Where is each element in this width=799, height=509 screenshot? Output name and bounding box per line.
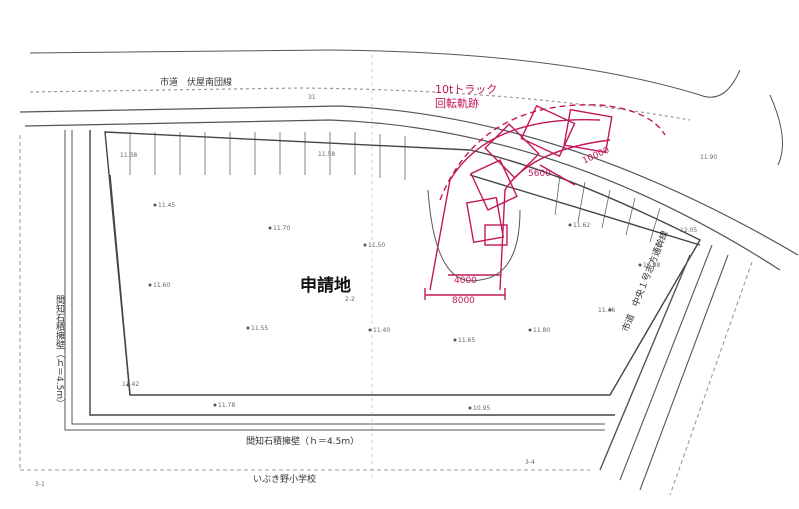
elevation-label: 11.55 xyxy=(251,325,269,332)
elevation-label: 11.65 xyxy=(458,337,476,344)
site-boundary xyxy=(89,130,701,416)
top-road-label: 市道 伏屋南団線 xyxy=(160,78,233,88)
elevation-label: 10.88 xyxy=(643,262,661,269)
truck-label-line2: 回転軌跡 xyxy=(435,97,479,110)
truck-label-line1: 10tトラック xyxy=(435,83,498,96)
school-label: いぶき野小学校 xyxy=(253,475,317,485)
truck-turning-path xyxy=(424,104,666,300)
corner-label: 3-4 xyxy=(525,459,535,466)
dimension-8000: 8000 xyxy=(452,296,475,306)
elevation-label: 11.42 xyxy=(122,381,140,388)
site-lot-label: 2-2 xyxy=(345,296,355,303)
elevation-label: 11.80 xyxy=(533,327,551,334)
right-road xyxy=(599,244,753,496)
elevation-label: 11.45 xyxy=(158,202,176,209)
elevation-label: 11.46 xyxy=(598,307,616,314)
elevation-label: 11.78 xyxy=(218,402,236,409)
elevation-label: 11.70 xyxy=(273,225,291,232)
corner-label: 3-1 xyxy=(35,481,45,488)
site-label: 申請地 xyxy=(300,276,351,296)
right-edge-curve xyxy=(769,94,783,166)
elevation-label: 11.40 xyxy=(373,327,391,334)
turnaround-area xyxy=(427,189,521,282)
elevation-label: 11.60 xyxy=(153,282,171,289)
corner-label: 31 xyxy=(308,94,316,101)
dimension-5600: 5600 xyxy=(528,169,551,179)
elevation-label: 12.05 xyxy=(680,227,698,234)
elevation-label: 10.95 xyxy=(473,405,491,412)
survey-points xyxy=(126,203,642,410)
bottom-wall-label: 間知石積擁壁（ｈ＝4.5m） xyxy=(246,437,360,447)
elevation-label: 11.38 xyxy=(120,152,138,159)
dimension-4000: 4000 xyxy=(454,276,477,286)
top-road xyxy=(19,49,799,271)
elevation-label: 11.50 xyxy=(368,242,386,249)
left-wall-label: 間知石積擁壁（ｈ＝4.5m） xyxy=(54,295,64,409)
elevation-label: 11.58 xyxy=(318,151,336,158)
retaining-walls xyxy=(19,130,605,471)
elevation-label: 11.90 xyxy=(700,154,718,161)
elevation-label: 11.62 xyxy=(573,222,591,229)
